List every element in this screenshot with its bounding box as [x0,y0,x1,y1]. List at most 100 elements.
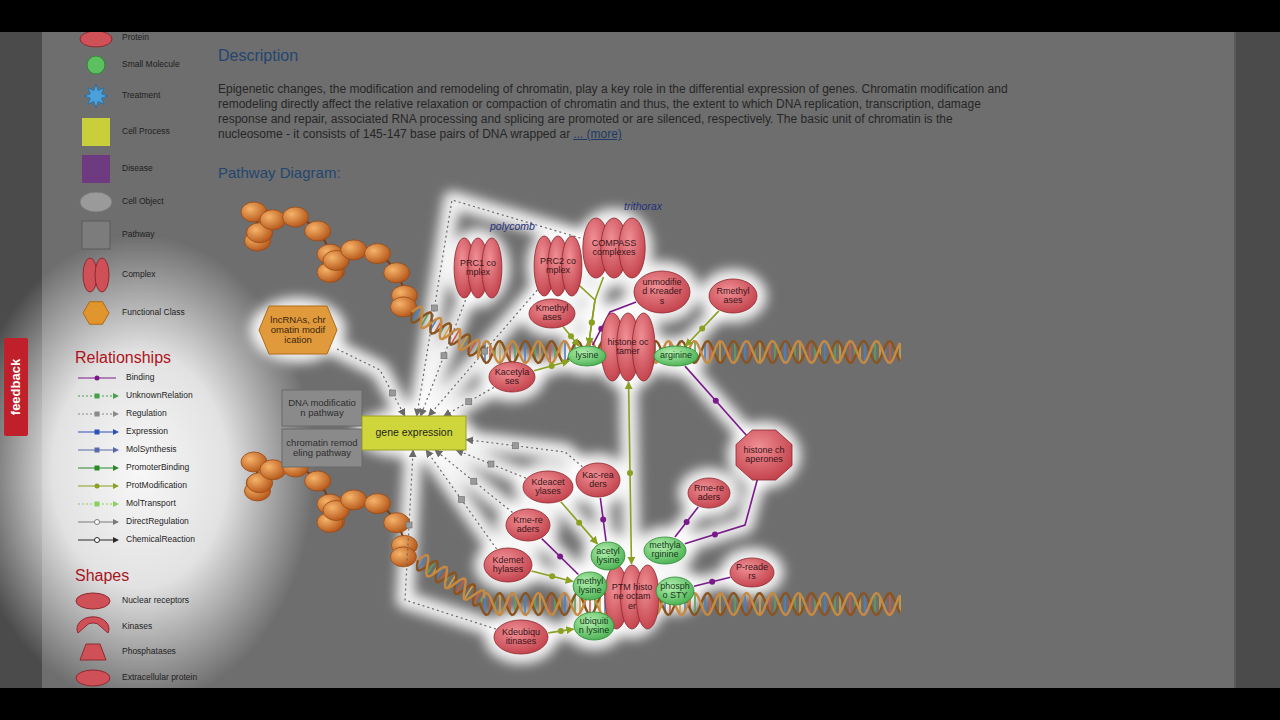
base-pair [549,342,551,363]
glow-halo [699,269,767,323]
node-label: PRC2 complex [540,257,577,276]
node-label: Kdeubiquitinases [501,628,541,647]
protein-oval: Kdemethylases [483,547,533,583]
protein-oval: Rme-readers [687,477,731,509]
relationship-connector [561,502,598,544]
small-molecule-oval: ubiquitin lysine [573,611,615,641]
node-label: PRC1 complex [460,259,497,278]
relationship-square [488,461,494,467]
node-outline [688,478,730,508]
legend-label: Complex [122,269,156,280]
glow-halo [353,407,475,459]
base-pair [864,594,866,615]
nucleosome [305,221,331,241]
base-pair [539,342,541,363]
complex-shape: histone octamer [602,312,654,382]
page-label: polycomb [490,220,535,233]
node-label: Kme-readers [512,516,545,535]
node-outline [634,271,690,313]
node-label: DNA modification pathway [286,398,358,418]
legend-line-square [95,502,100,507]
legend-shape [76,593,110,609]
nucleosome [305,471,331,491]
glow-halo [566,453,630,507]
legend-label: Binding [126,372,154,383]
base-pair [874,342,876,363]
relationship-dot [699,325,705,331]
page-label: Description [218,46,298,65]
legend-label: Expression [126,426,168,437]
relationship-connector [675,507,698,537]
dna-backbone [480,341,900,363]
node-label: histone chaperones [742,446,786,465]
nucleosome [341,490,367,510]
base-pair [734,594,736,615]
letterbox-bar [0,688,1280,720]
protein-oval: P-readers [729,557,775,588]
legend-shape [76,670,110,686]
glow-stroke [675,507,698,537]
node-outline [282,429,362,467]
legend-arrowhead [113,393,119,399]
legend-label: DirectRegulation [126,516,189,527]
protein-oval: Kme-readers [505,508,551,542]
relationship-square [471,478,477,484]
complex-shape: PRC2 complex [535,235,581,297]
relationship-square [389,390,395,396]
legend-line-dot [95,484,100,489]
dna-backbone [413,552,487,607]
glow-halo [720,548,784,597]
relationship-dot [713,398,719,404]
base-pair [734,342,736,363]
legend-label: PromoterBinding [126,462,189,473]
small-molecule-oval: acetyl lysine [590,541,626,571]
legend-shape [80,644,106,660]
protein-oval: Kacetylases [488,361,536,393]
small-molecule-oval: lysine [567,345,607,367]
glow-stroke [417,200,585,416]
base-pair [784,341,786,363]
base-pair [719,593,721,615]
node-label: Rme-readers [693,484,725,503]
relationship-dot [576,520,582,526]
relationship-connector [456,450,526,478]
legend-line-square [95,430,100,435]
complex-shape: PTM histone octamer [606,564,658,630]
dna-backbone [480,341,900,363]
page-label: Pathway Diagram: [218,164,341,182]
legend-line-dot [95,520,100,525]
legend-label: Regulation [126,408,167,419]
relationship-connector [686,311,719,346]
node-label: gene expression [365,427,463,438]
base-pair [824,341,826,363]
glow-stroke [686,311,719,346]
legend-shape [82,221,110,249]
legend-arrowhead [113,519,119,525]
base-pair [499,593,501,615]
legend-arrowhead [113,429,119,435]
nucleosome [365,244,391,264]
legend-arrowhead [113,411,119,417]
legend-label: ChemicalReaction [126,534,195,545]
legend-shape [80,192,112,212]
protein-oval: Kmethylases [528,298,576,329]
functional-class-hexagon: lncRNAs, chromatin modification [259,306,337,354]
legend-shape [84,84,108,108]
nucleosome [283,207,309,227]
legend-label: Functional Class [122,307,185,318]
legend-line-square [95,412,100,417]
legend-shape [83,302,109,325]
node-label: unmodified Kreaders [641,278,683,306]
legend-label: Extracellular protein [122,672,197,683]
node-outline [736,430,792,480]
legend-label: Phosphatases [122,646,176,657]
node-label: Kmethylases [535,304,570,323]
legend-arrowhead [113,465,119,471]
glow-halo [250,297,346,363]
relationship-connector [426,450,496,549]
relationship-square [458,496,464,502]
page-label: feedback [8,359,24,415]
node-label: arginine [659,351,694,360]
page-border [1234,32,1236,688]
node-outline [730,558,774,587]
